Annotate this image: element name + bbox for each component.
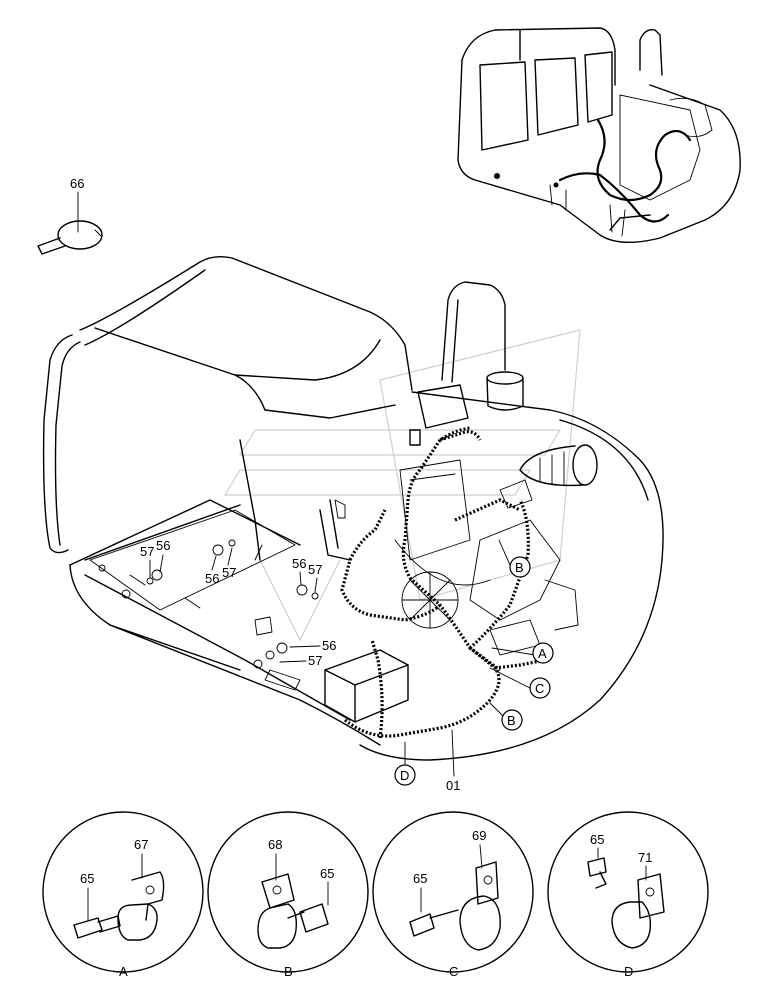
detail-view-d: 65 71 D <box>547 811 709 979</box>
part-label-56: 56 <box>156 538 170 553</box>
detail-view-a: 65 67 A <box>42 811 204 979</box>
part-label-56: 56 <box>205 571 219 586</box>
detail-a-letter: A <box>119 964 128 979</box>
callout-b2-circle <box>501 709 523 731</box>
detail-d-bolt-label: 65 <box>590 832 604 847</box>
detail-a-clamp-label: 67 <box>134 837 148 852</box>
detail-c-bolt-label: 65 <box>413 871 427 886</box>
callout-d: D <box>400 768 409 783</box>
callout-a-circle <box>532 642 554 664</box>
part-label-57: 57 <box>308 653 322 668</box>
detail-b-clamp-label: 68 <box>268 837 282 852</box>
detail-view-b: 68 65 B <box>207 811 369 979</box>
part-label-56: 56 <box>322 638 336 653</box>
part-label-57: 57 <box>308 562 322 577</box>
callout-d-circle <box>394 764 416 786</box>
part-label-66: 66 <box>70 176 84 191</box>
detail-view-c: 65 69 C <box>372 811 534 979</box>
callout-b-circle <box>509 556 531 578</box>
detail-a-bolt-label: 65 <box>80 871 94 886</box>
detail-c-letter: C <box>449 964 458 979</box>
detail-c-clamp-label: 69 <box>472 828 486 843</box>
callout-b: B <box>515 560 524 575</box>
callout-markers: B A C B D <box>394 539 554 786</box>
callout-c: C <box>535 681 544 696</box>
excavator-overview-illustration <box>457 27 741 243</box>
detail-d-clamp-label: 71 <box>638 850 652 865</box>
callout-a: A <box>538 646 547 661</box>
part-label-57: 57 <box>140 544 154 559</box>
bolt-nut-labels: 57 56 56 57 56 57 56 57 01 <box>140 538 460 793</box>
part-label-01: 01 <box>446 778 460 793</box>
wiring-harness-part-01 <box>254 426 546 739</box>
cable-tie-part-66: 66 <box>37 176 103 255</box>
callout-c-circle <box>529 677 551 699</box>
detail-d-letter: D <box>624 964 633 979</box>
detail-b-bolt-label: 65 <box>320 866 334 881</box>
part-label-56: 56 <box>292 556 306 571</box>
machine-body-outline <box>42 255 664 761</box>
callout-b-2: B <box>507 713 516 728</box>
detail-b-letter: B <box>284 964 293 979</box>
part-label-57: 57 <box>222 565 236 580</box>
